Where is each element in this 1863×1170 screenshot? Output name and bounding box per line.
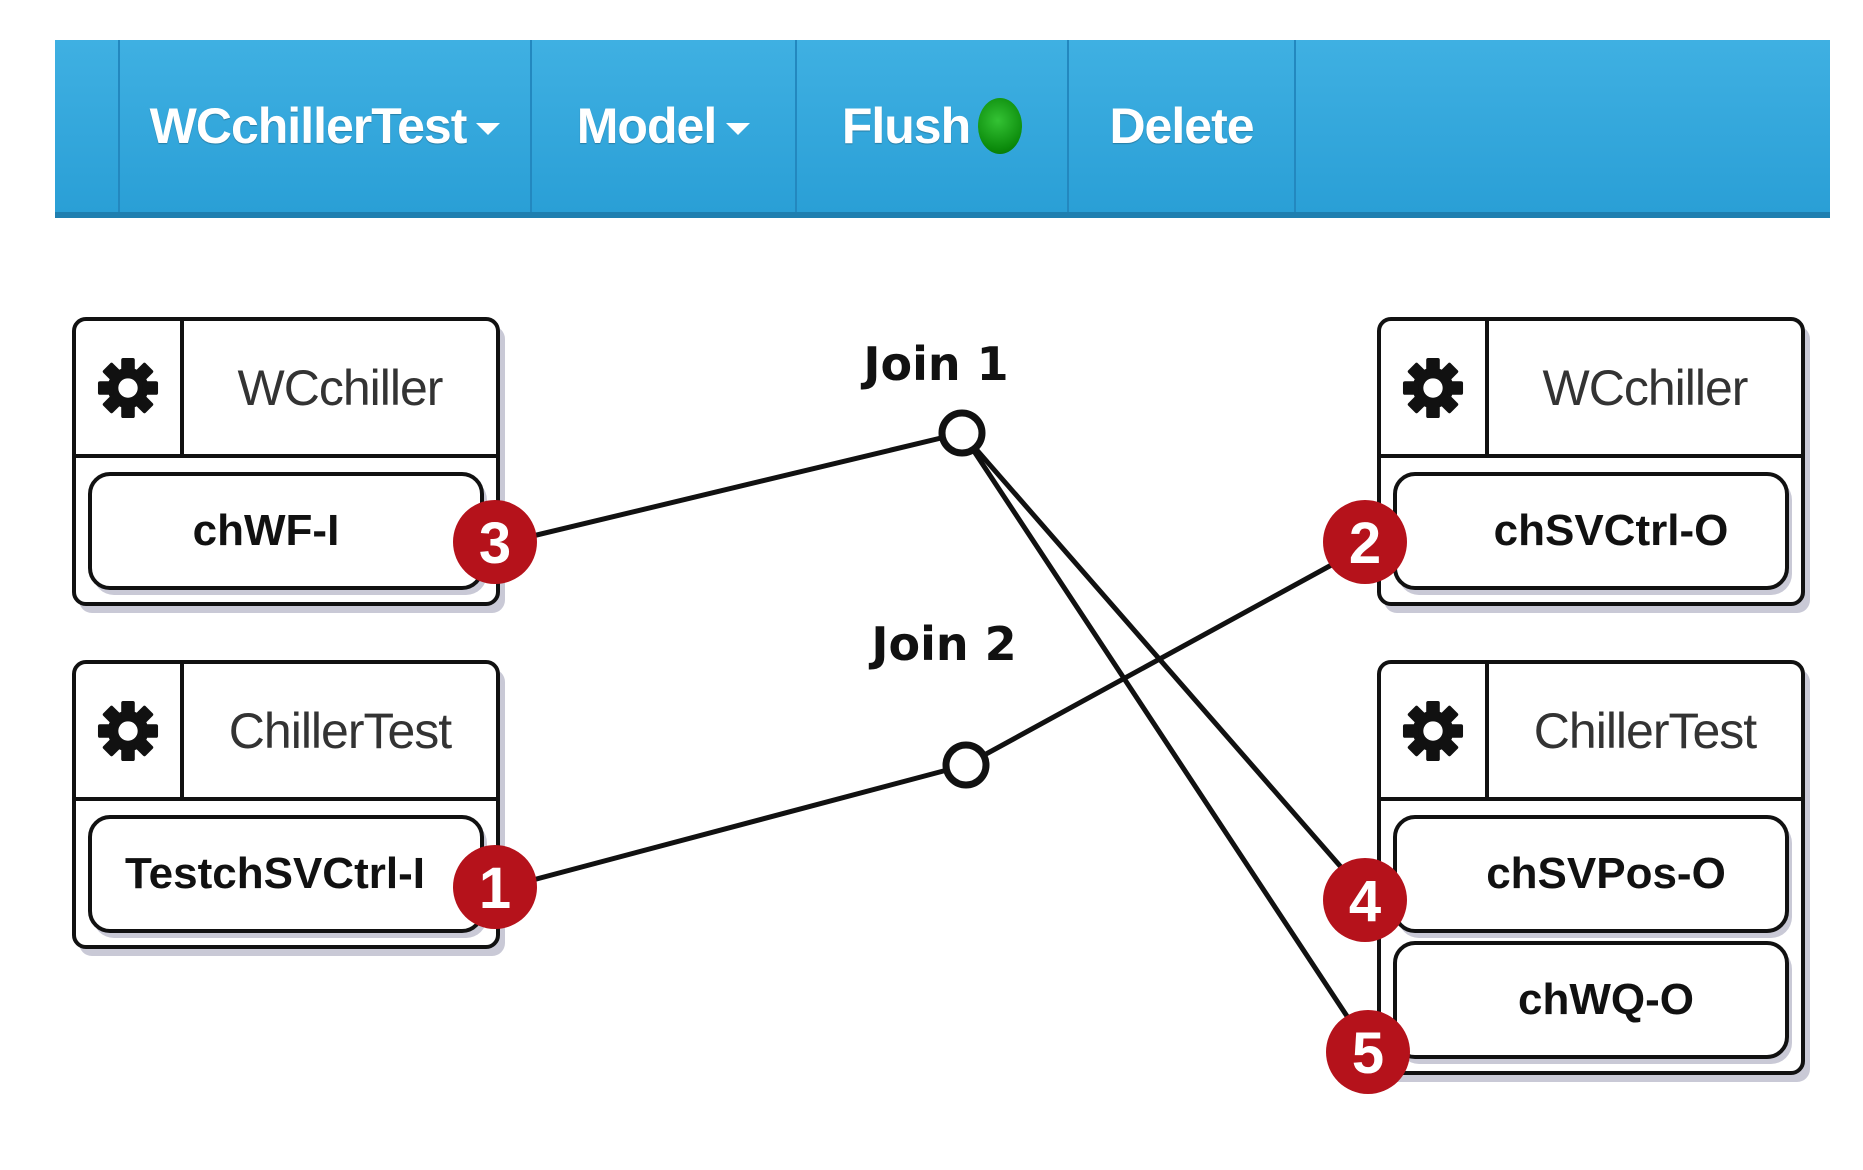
node-header: WCchiller bbox=[1381, 321, 1801, 458]
node-title: ChillerTest bbox=[1533, 702, 1757, 759]
node-card-chillertest-right[interactable]: ChillerTest chSVPos-O chWQ-O bbox=[1377, 660, 1805, 1075]
project-dropdown-label: WCchillerTest bbox=[149, 98, 468, 154]
wire-join1-to-chwq bbox=[959, 431, 1371, 1050]
port-label: chSVPos-O bbox=[1486, 849, 1726, 898]
gear-icon bbox=[97, 357, 159, 418]
delete-button[interactable]: Delete bbox=[1067, 40, 1294, 212]
port-chwf-i[interactable]: chWF-I bbox=[88, 472, 484, 590]
svg-text:3: 3 bbox=[479, 511, 511, 576]
badge-3: 3 bbox=[453, 500, 537, 584]
wire-chwf-to-join1 bbox=[494, 430, 963, 548]
project-dropdown[interactable]: WCchillerTest bbox=[118, 40, 530, 212]
wire-join1-to-chsvpos bbox=[960, 431, 1370, 900]
flush-button-label: Flush bbox=[841, 98, 971, 154]
join2-label: Join 2 bbox=[868, 617, 1016, 671]
settings-button[interactable] bbox=[1381, 321, 1489, 454]
port-chsvctrl-o[interactable]: chSVCtrl-O bbox=[1393, 472, 1789, 590]
port-label: chSVCtrl-O bbox=[1493, 506, 1729, 555]
settings-button[interactable] bbox=[76, 321, 184, 454]
join1-label: Join 1 bbox=[860, 337, 1008, 391]
settings-button[interactable] bbox=[1381, 664, 1489, 797]
join1-handle[interactable] bbox=[938, 409, 986, 457]
badge-1: 1 bbox=[453, 845, 537, 929]
chevron-down-icon bbox=[476, 123, 501, 135]
delete-button-label: Delete bbox=[1109, 98, 1254, 154]
badge-2: 2 bbox=[1323, 500, 1407, 584]
node-header: ChillerTest bbox=[76, 664, 496, 801]
node-title: ChillerTest bbox=[228, 702, 452, 759]
port-chwq-o[interactable]: chWQ-O bbox=[1393, 941, 1789, 1059]
badge-4: 4 bbox=[1323, 858, 1407, 942]
flush-button[interactable]: Flush bbox=[795, 40, 1067, 212]
model-dropdown-label: Model bbox=[576, 98, 717, 154]
svg-text:2: 2 bbox=[1349, 511, 1381, 576]
badge-5: 5 bbox=[1326, 1010, 1410, 1094]
join2-handle[interactable] bbox=[942, 741, 990, 789]
port-label: chWQ-O bbox=[1518, 975, 1694, 1024]
svg-text:4: 4 bbox=[1349, 869, 1381, 934]
chevron-down-icon bbox=[726, 123, 751, 135]
wire-join2-to-chsvctrl bbox=[964, 542, 1370, 768]
node-title: WCchiller bbox=[1542, 359, 1749, 416]
port-chsvpos-o[interactable]: chSVPos-O bbox=[1393, 815, 1789, 933]
port-label: TestchSVCtrl-I bbox=[125, 849, 425, 898]
node-header: ChillerTest bbox=[1381, 664, 1801, 801]
svg-text:5: 5 bbox=[1352, 1021, 1384, 1086]
svg-text:1: 1 bbox=[479, 856, 511, 921]
node-card-wcchiller-left[interactable]: WCchiller chWF-I bbox=[72, 317, 500, 606]
settings-button[interactable] bbox=[76, 664, 184, 797]
node-card-wcchiller-right[interactable]: WCchiller chSVCtrl-O bbox=[1377, 317, 1805, 606]
wire-testchsvctrl-to-join2 bbox=[494, 762, 967, 893]
model-dropdown[interactable]: Model bbox=[530, 40, 795, 212]
gear-icon bbox=[1402, 700, 1464, 761]
gear-icon bbox=[97, 700, 159, 761]
toolbar: WCchillerTest Model Flush Delete bbox=[55, 40, 1830, 218]
status-indicator-icon bbox=[978, 98, 1023, 154]
node-title: WCchiller bbox=[237, 359, 444, 416]
node-header: WCchiller bbox=[76, 321, 496, 458]
port-label: chWF-I bbox=[192, 506, 340, 555]
gear-icon bbox=[1402, 357, 1464, 418]
toolbar-divider bbox=[1294, 40, 1296, 212]
